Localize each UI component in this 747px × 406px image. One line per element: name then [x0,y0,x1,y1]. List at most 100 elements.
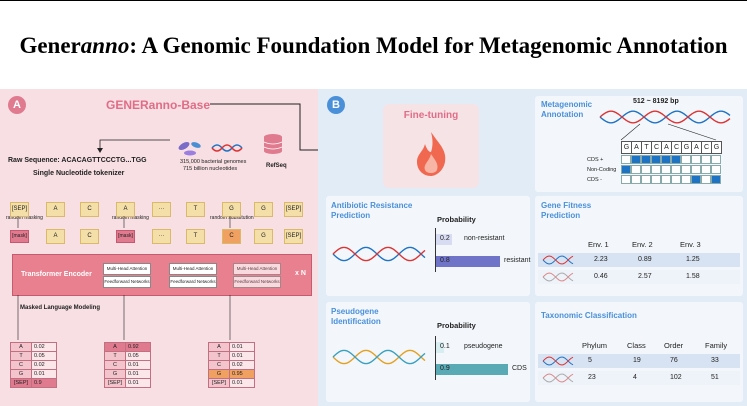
taxo-title: Taxonomic Classification [541,311,637,320]
database-icon [263,134,283,154]
table-cell: 0.46 [594,273,608,280]
pseudo-title-2: Identification [331,317,381,326]
attention-layer: Multi-Head Attention [103,263,151,275]
annotation-cell [691,155,701,164]
dna-helix-meta [599,110,731,124]
transformer-encoder: Transformer Encoder Multi-Head Attention… [12,254,312,296]
table-cell: 2.57 [638,273,652,280]
encoder-label: Transformer Encoder [21,271,92,278]
prob-axis [435,336,436,380]
input-token: [SEP] [10,202,29,217]
masked-token: G [254,229,273,244]
fire-icon [417,132,446,176]
prob-bar-value: 0.8 [440,257,450,264]
attention-layer: Multi-Head Attention [233,263,281,275]
annotation-cell [681,165,691,174]
annotation-cell [701,165,711,174]
annotation-cell [641,165,651,174]
annotation-cell [631,155,641,164]
input-token: G [254,202,273,217]
table-header: Env. 1 [588,240,609,249]
input-token: [SEP] [284,202,303,217]
dna-row-icon [542,255,574,265]
input-token: A [46,202,65,217]
masked-token: ··· [152,229,171,244]
attention-layer: Multi-Head Attention [169,263,217,275]
table-cell: 76 [670,357,678,364]
ffn-layer: Feedforward Networks [169,276,217,288]
title-bar: Generanno: A Genomic Foundation Model fo… [0,0,747,90]
ffn-layer: Feedforward Networks [103,276,151,288]
finetuning-box: Fine-tuning [383,104,479,188]
prob-bar-value: 0.1 [440,343,450,350]
encoder-block-3: Multi-Head Attention Feedforward Network… [231,261,283,289]
annotation-cell [641,155,651,164]
annotation-cell [681,155,691,164]
input-token: T [186,202,205,217]
table-cell: 5 [588,357,592,364]
meta-title-2: Annotation [541,110,584,119]
annotation-cell [711,155,721,164]
annotation-cell [641,175,651,184]
ffn-layer: Feedforward Networks [233,276,281,288]
prob-row: [SEP]0.01 [208,378,255,388]
table-cell: 0.89 [638,256,652,263]
mlm-label: Masked Language Modeling [20,305,101,311]
prob-value: 0.9 [31,378,57,388]
annotation-cell [701,155,711,164]
prob-bar-label: non-resistant [464,235,505,242]
panel-a-label: A [8,96,26,114]
prob-bar [436,342,444,353]
encoder-block-2: Multi-Head Attention Feedforward Network… [167,261,219,289]
encoder-repeat: x N [295,270,306,277]
random-masking-label-2: random masking [112,215,149,221]
annotation-cell [691,165,701,174]
dna-icon [211,144,243,152]
table-cell: 23 [588,374,596,381]
annotation-cell [681,175,691,184]
annotation-cell [651,175,661,184]
bacteria-icon [178,142,201,156]
amr-title-2: Prediction [331,211,371,220]
table-cell: 51 [711,374,719,381]
table-row [538,253,740,267]
dna-helix-pseudo [332,349,426,365]
taxonomic-box [535,302,743,402]
annotation-cell [701,175,711,184]
table-cell: 2.23 [594,256,608,263]
masked-token: T [186,229,205,244]
prob-bar-label: CDS [512,365,527,372]
annotation-row-label: CDS + [587,157,604,163]
fitness-title-2: Prediction [541,211,581,220]
input-token: C [80,202,99,217]
annotation-cell [661,165,671,174]
annotation-cell [691,175,701,184]
table-header: Phylum [582,341,608,350]
table-cell: 4 [633,374,637,381]
annotation-cell [661,155,671,164]
annotation-cell [661,175,671,184]
base-cell: G [711,141,722,154]
prob-bar-value: 0.9 [440,365,450,372]
table-header: Env. 2 [632,240,653,249]
table-row [538,354,740,368]
annotation-row-label: CDS - [587,177,602,183]
table-header: Order [664,341,684,350]
table-cell: 102 [670,374,682,381]
annotation-cell [621,175,631,184]
random-substitution-label: random substitution [210,215,254,221]
annotation-cell [631,175,641,184]
table-cell: 1.58 [686,273,700,280]
random-masking-label-1: random masking [6,215,43,221]
annotation-cell [671,175,681,184]
corpus-genomes: 315,000 bacterial genomes [180,159,247,165]
annotation-cell [651,165,661,174]
encoder-block-1: Multi-Head Attention Feedforward Network… [101,261,153,289]
annotation-cell [621,155,631,164]
corpus-nucleotides: 715 billion nucleotides [183,166,238,172]
annotation-cell [651,155,661,164]
